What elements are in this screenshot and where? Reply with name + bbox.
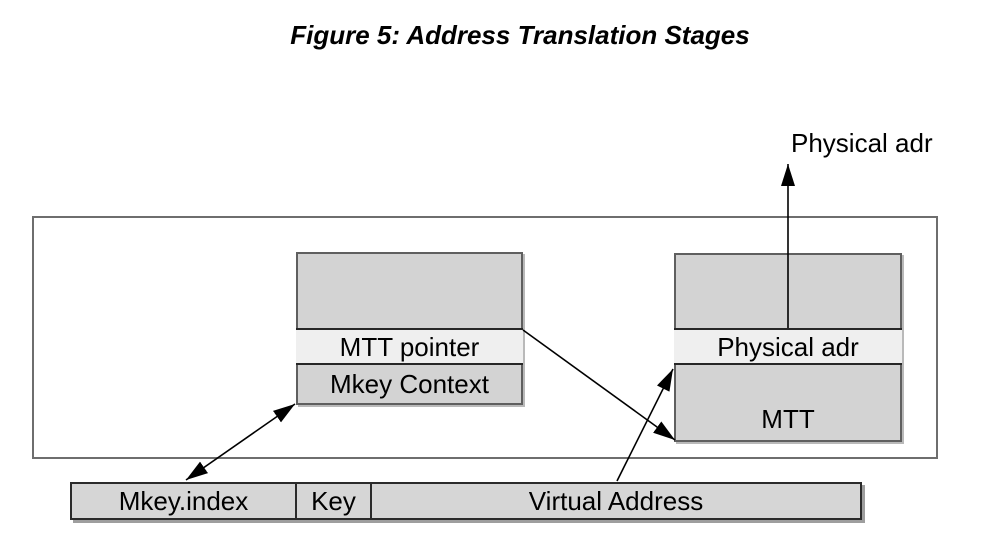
mkey-context-box: MTT pointer Mkey Context [296, 252, 523, 405]
mtt-pointer-row: MTT pointer [296, 328, 523, 365]
virtual-address-bar: Mkey.index Key Virtual Address [70, 482, 862, 520]
figure-title: Figure 5: Address Translation Stages [290, 20, 750, 50]
mkey-context-row: Mkey Context [298, 365, 521, 403]
mtt-row: MTT [676, 365, 900, 440]
mkey-context-box-blank-section [298, 254, 521, 328]
key-cell: Key [297, 484, 372, 518]
mtt-box: Physical adr MTT [674, 253, 902, 442]
mtt-box-blank-section [676, 255, 900, 328]
physical-adr-output-label: Physical adr [791, 128, 933, 158]
physical-adr-row: Physical adr [674, 328, 902, 365]
mkey-index-cell: Mkey.index [72, 484, 297, 518]
virtual-address-cell: Virtual Address [372, 484, 860, 518]
